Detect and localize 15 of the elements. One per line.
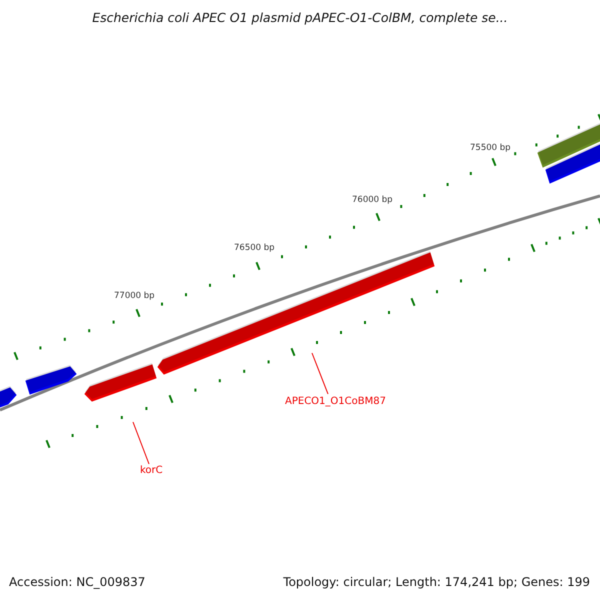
footer-text: Topology: circular; Length: 174,241 bp; Genes: 199 [283, 575, 590, 589]
gene-feature-bar [537, 123, 600, 168]
gene-label: APECO1_O1CoBM87 [285, 396, 386, 407]
gene-feature-bar [25, 365, 77, 395]
gene-feature-bar [84, 363, 157, 402]
gene-label: korC [140, 465, 163, 476]
gene-feature-bar [545, 143, 600, 184]
scale-label: 75500 bp [470, 143, 511, 153]
gene-feature-bar [157, 251, 435, 375]
leader-line [132, 422, 150, 464]
title: Escherichia coli APEC O1 plasmid pAPEC-O1-ColBM, complete se... [91, 10, 509, 25]
footer-text: Accession: NC_009837 [9, 575, 146, 589]
scale-label: 76000 bp [352, 195, 393, 205]
gene-feature-bar [0, 386, 17, 408]
leader-line [312, 352, 328, 394]
